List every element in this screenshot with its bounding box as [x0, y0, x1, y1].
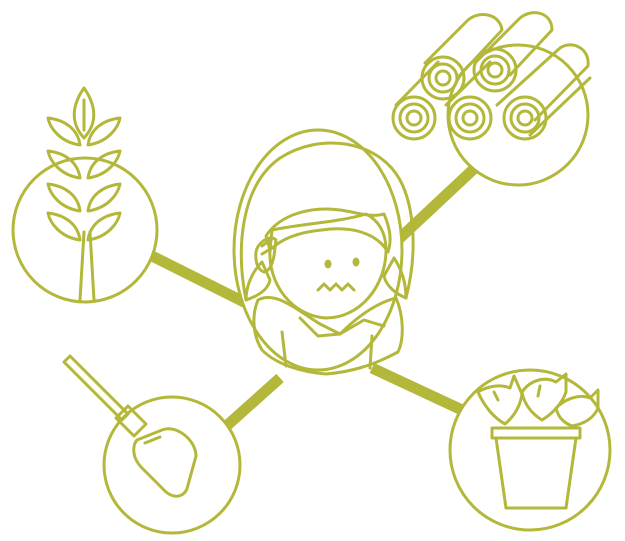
logs-node: [393, 13, 590, 185]
fish-bucket-node: [450, 370, 610, 530]
connector-shovel: [222, 378, 280, 430]
log-end: [393, 97, 435, 139]
eye-right: [353, 258, 360, 267]
eye-left: [325, 260, 332, 269]
wheat-node: [13, 88, 157, 302]
wheat-node-circle: [13, 158, 157, 302]
log-end: [422, 57, 464, 99]
person-node: [234, 130, 413, 374]
connector-fish: [372, 368, 462, 410]
fish-bucket-node-circle: [450, 370, 610, 530]
shovel-node: [64, 356, 240, 533]
